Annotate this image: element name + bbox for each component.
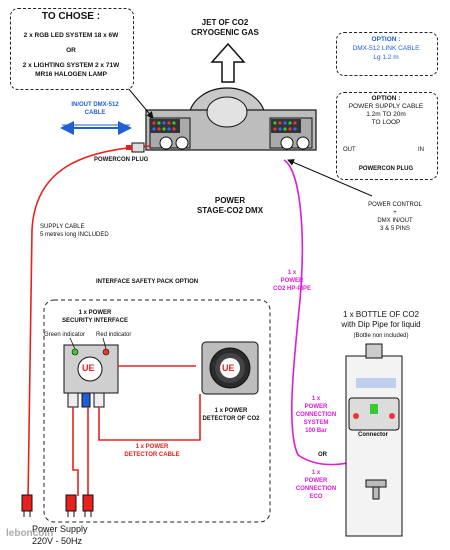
choose-line1: 2 x RGB LED SYSTEM 18 x 6W <box>23 32 119 39</box>
option-dmx-line2: Lg 1.2 m <box>373 54 399 61</box>
connection-eco-3: CONNECTION <box>295 486 337 492</box>
option-power-line2: 1.2m TO 20m <box>366 111 406 118</box>
choose-line2: 2 x LIGHTING SYSTEM 2 x 71W <box>22 62 120 69</box>
power-supply-plugs <box>21 494 94 517</box>
option-dmx-box <box>336 32 438 76</box>
connection-system-3: CONNECTION <box>295 412 337 418</box>
choose-box <box>10 8 134 90</box>
choose-line3: MR16 HALOGEN LAMP <box>35 71 107 78</box>
option-dmx-title: OPTION : <box>371 36 401 43</box>
power-control-4: 3 & 5 PINS <box>380 226 410 232</box>
dmx-cable-label-1: IN/OUT DMX-512 <box>71 102 119 108</box>
powercon-plug-machine <box>126 142 145 153</box>
detector-cable-label-2: DETECTOR CABLE <box>124 452 180 458</box>
led-array-right <box>271 119 301 133</box>
option-power-line3: TO LOOP <box>371 119 401 126</box>
red-indicator-label: Red indicator <box>96 332 132 338</box>
power-control-1: POWER CONTROL <box>368 202 422 208</box>
supply-cable-label-2: 5 metres long INCLUDED <box>40 232 109 238</box>
connection-eco-2: POWER <box>304 478 328 484</box>
led-array-left <box>150 119 180 133</box>
choose-or: OR <box>66 47 76 54</box>
power-stage-label-1: POWER <box>214 196 246 205</box>
option-power-out: OUT <box>343 147 356 153</box>
supply-cable <box>27 145 151 501</box>
hp-pipe-label-3: CO2 HP-PIPE <box>272 286 311 292</box>
connection-system-5: 100 Bar <box>305 428 327 434</box>
security-label-2: SECURITY INTERFACE <box>62 318 128 324</box>
security-interface-device <box>63 344 196 408</box>
or-label: OR <box>318 452 327 458</box>
connection-system-2: POWER <box>304 404 328 410</box>
ue-logo-interface: UE <box>82 363 95 373</box>
jet-arrow <box>210 42 246 83</box>
watermark: leboncoin <box>6 528 54 539</box>
safety-pack-title: INTERFACE SAFETY PACK OPTION <box>96 279 199 285</box>
hp-pipe <box>283 159 369 466</box>
connection-system-4: SYSTEM <box>303 420 329 426</box>
connection-eco-4: ECO <box>309 494 323 500</box>
detector-cable-label-1: 1 x POWER <box>135 444 169 450</box>
dmx-cable-label-2: CABLE <box>84 110 106 116</box>
connection-eco-1: 1 x <box>311 470 321 476</box>
power-supply-label-1: Power Supply <box>32 524 88 534</box>
option-power-plug: POWERCON PLUG <box>358 166 414 172</box>
connection-system-1: 1 x <box>311 396 321 402</box>
powercon-plug-label: POWERCON PLUG <box>94 157 149 163</box>
green-indicator-label: Green indicator <box>44 332 86 338</box>
eco-connector <box>365 479 387 500</box>
detector-label-2: DETECTOR OF CO2 <box>202 416 260 422</box>
option-dmx-line1: DMX-512 LINK CABLE <box>352 45 420 52</box>
power-control-2: + <box>393 210 397 216</box>
bottle-label-1: 1 x BOTTLE OF CO2 <box>342 310 419 319</box>
detector-label-1: 1 x POWER <box>214 408 248 414</box>
connector-label: Connector <box>358 432 388 438</box>
option-power-line1: POWER SUPPLY CABLE <box>348 103 424 110</box>
supply-cable-label-1: SUPPLY CABLE <box>40 224 85 230</box>
safety-pack-box <box>43 299 271 523</box>
hp-pipe-label-1: 1 x <box>287 270 297 276</box>
hp-pipe-label-2: POWER <box>280 278 304 284</box>
jet-label-1: JET OF CO2 <box>201 18 249 27</box>
co2-detector-device <box>201 341 259 395</box>
power-stage-label-2: STAGE-CO2 DMX <box>196 206 264 215</box>
jet-label-2: CRYOGENIC GAS <box>191 28 259 37</box>
option-power-title: OPTION : <box>371 95 401 102</box>
co2-bottle <box>345 343 403 537</box>
power-control-3: DMX IN/OUT <box>377 218 413 224</box>
bottle-label-2: with Dip Pipe for liquid <box>341 320 421 329</box>
choose-title: TO CHOSE : <box>41 11 101 22</box>
power-supply-label-2: 220V - 50Hz <box>32 536 83 546</box>
bottle-label-3: (Bottle non included) <box>353 333 409 339</box>
ue-logo-detector: UE <box>222 363 235 373</box>
option-power-in: IN <box>418 147 424 153</box>
security-label-1: 1 x POWER <box>78 310 112 316</box>
option-power-box <box>336 92 438 180</box>
